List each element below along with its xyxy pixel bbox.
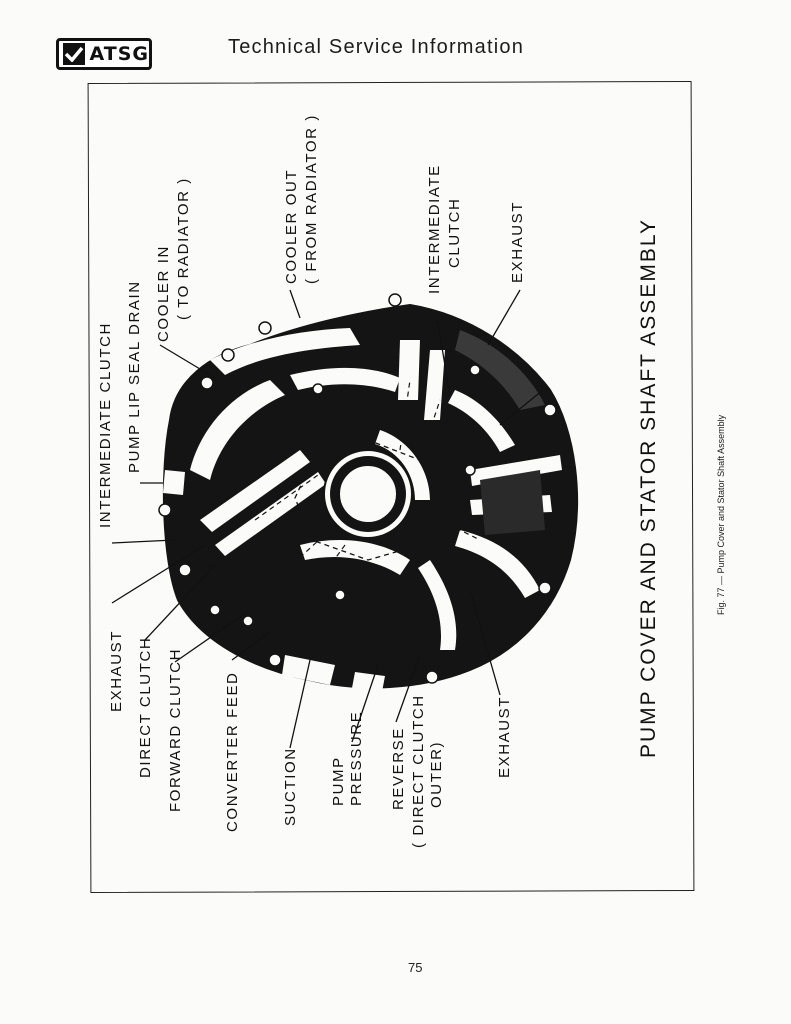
- label-cooler-out: COOLER OUT: [283, 168, 300, 284]
- label-reverse: REVERSE: [390, 727, 407, 810]
- figure-caption: Fig. 77 — Pump Cover and Stator Shaft As…: [716, 414, 726, 615]
- label-exhaust-bottom: EXHAUST: [496, 695, 513, 778]
- label-pump-lip-seal-drain: PUMP LIP SEAL DRAIN: [126, 280, 143, 473]
- logo-text: ATSG: [89, 43, 149, 65]
- label-pump: PUMP: [330, 756, 347, 806]
- page-number: 75: [408, 960, 423, 975]
- label-reverse-direct-clutch: ( DIRECT CLUTCH: [410, 694, 427, 848]
- figure-title: PUMP COVER AND STATOR SHAFT ASSEMBLY: [637, 218, 660, 758]
- label-intermediate-clutch-left: INTERMEDIATE CLUTCH: [97, 322, 114, 528]
- label-cooler-in: COOLER IN: [155, 245, 172, 342]
- label-intermediate-clutch-top-sub: CLUTCH: [446, 197, 463, 268]
- label-cooler-in-sub: ( TO RADIATOR ): [175, 177, 192, 320]
- label-exhaust-top: EXHAUST: [509, 200, 526, 283]
- bolt-holes: [158, 293, 557, 684]
- label-forward-clutch: FORWARD CLUTCH: [167, 647, 184, 812]
- label-exhaust-left: EXHAUST: [108, 629, 125, 712]
- atsg-logo: ATSG: [56, 38, 152, 70]
- label-reverse-outer: OUTER): [428, 740, 445, 808]
- check-icon: [63, 43, 85, 65]
- label-converter-feed: CONVERTER FEED: [224, 671, 241, 832]
- label-intermediate-clutch-top: INTERMEDIATE: [426, 164, 443, 294]
- label-suction: SUCTION: [282, 747, 299, 826]
- label-pressure: PRESSURE: [348, 710, 365, 806]
- stator-shaft-hub: [254, 379, 481, 601]
- leader-lines: [111, 289, 544, 749]
- label-cooler-out-sub: ( FROM RADIATOR ): [303, 114, 320, 284]
- label-direct-clutch: DIRECT CLUTCH: [137, 636, 154, 778]
- page-header-title: Technical Service Information: [228, 36, 525, 58]
